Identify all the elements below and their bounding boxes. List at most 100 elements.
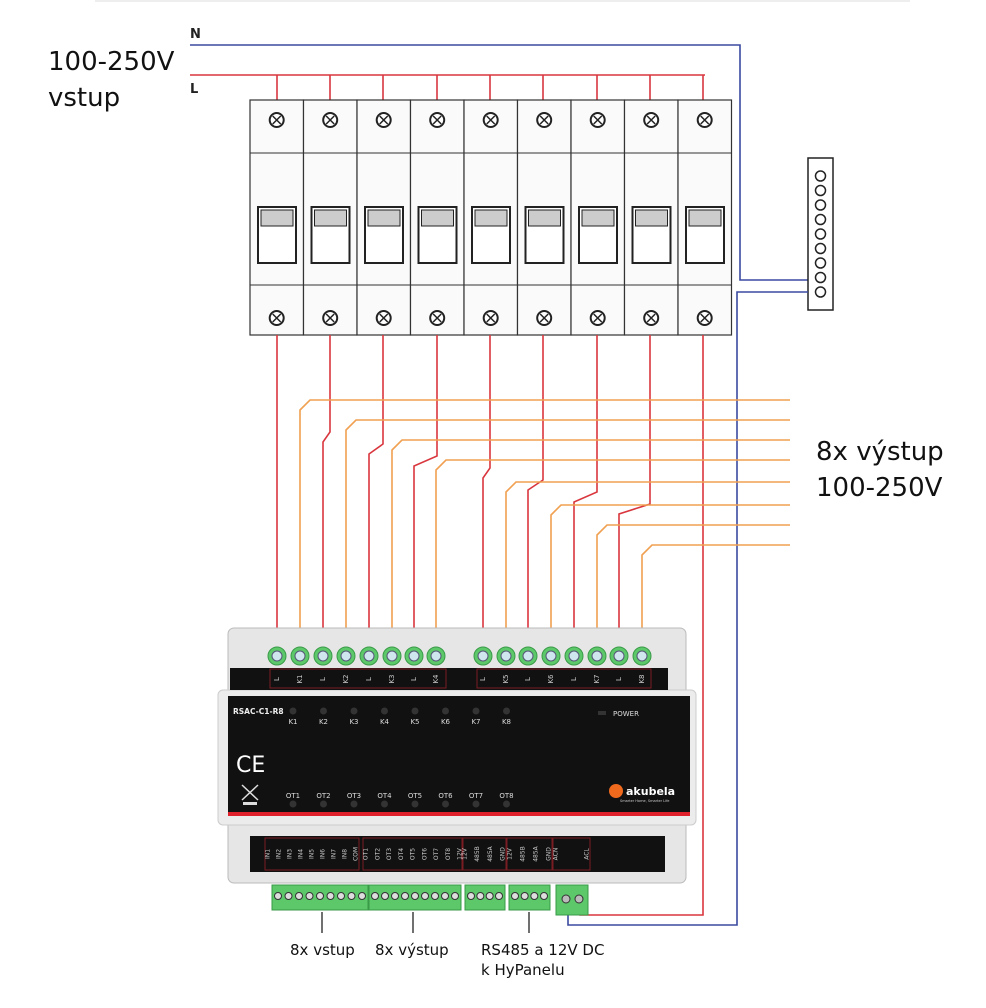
model-label: RSAC-C1-R8 (233, 707, 284, 716)
bottom-terminal-label-IN6: IN6 (320, 849, 327, 859)
connector-screw-icon (347, 892, 356, 900)
power-label: POWER (613, 710, 639, 718)
terminal-screw-icon (363, 650, 375, 662)
terminal-label-L: L (365, 677, 373, 681)
relay-led-K1 (289, 707, 297, 715)
bottom-terminal-label-485B: 485B (474, 846, 481, 862)
terminal-screw-icon (568, 650, 580, 662)
screw-icon (432, 313, 442, 323)
bottom-terminal-label-OT1: OT1 (363, 848, 370, 860)
connector-screw-icon (530, 892, 539, 900)
connector-screw-icon (316, 892, 324, 900)
bus-bar-screw-icon (814, 228, 827, 240)
output-led-OT2 (320, 800, 327, 808)
bottom-terminal-label-485A: 485A (487, 845, 494, 861)
terminal-label-K7: K7 (593, 674, 601, 683)
relay-led-K7 (472, 707, 480, 715)
output-led-label-OT3: OT3 (347, 792, 361, 800)
breaker-to-L-wire-6 (527, 335, 544, 640)
bus-bar-screw-icon (814, 213, 827, 226)
terminal-screw-icon (477, 650, 489, 662)
breaker-toggle (421, 209, 454, 227)
bus-bar-screw-icon (814, 242, 827, 255)
connector-screw-icon (485, 892, 494, 900)
output-led-OT8 (503, 800, 510, 808)
bottom-terminal-group-frame (264, 837, 360, 871)
output-led-OT5 (411, 800, 419, 808)
connector-screw-icon (358, 892, 366, 900)
relay-led-K4 (381, 707, 388, 715)
power-led (598, 711, 606, 715)
terminal-screw-icon (271, 650, 283, 662)
output-led-label-OT2: OT2 (316, 792, 330, 800)
output-led-label-OT8: OT8 (499, 792, 513, 800)
screw-icon (700, 313, 710, 323)
terminal-screw-icon (500, 650, 512, 662)
bottom-terminal-label-OT3: OT3 (386, 848, 393, 860)
output-wire-K7 (596, 524, 790, 640)
bus-bar-screw-icon (814, 257, 827, 269)
bottom-terminal-label-12V: 12V (462, 847, 469, 860)
connector-screw-icon (467, 892, 475, 900)
output-led-label-OT1: OT1 (286, 792, 300, 800)
breaker-8 (623, 99, 679, 336)
breaker-3 (356, 99, 412, 336)
bottom-terminal-label-IN1: IN1 (265, 849, 272, 859)
output-led-OT6 (442, 800, 449, 808)
terminal-label-K8: K8 (638, 674, 646, 683)
relay-led-label-K5: K5 (410, 718, 419, 726)
breaker-toggle (528, 209, 561, 227)
screw-icon (486, 313, 496, 323)
bottom-terminal-label-OT2: OT2 (374, 848, 381, 860)
relay-led-label-K4: K4 (380, 718, 390, 726)
relay-led-K8 (503, 707, 510, 715)
connector-screw-icon (326, 892, 335, 900)
terminal-label-L: L (319, 677, 327, 681)
bottom-terminal-label-IN8: IN8 (342, 849, 349, 859)
breaker-to-L-wire-2 (322, 335, 331, 640)
terminal-label-L: L (570, 677, 578, 681)
bus-bar-screw-icon (814, 286, 827, 298)
relay-led-K6 (442, 707, 449, 715)
connector-screw-icon (441, 892, 449, 900)
bottom-terminal-label-ACL: ACL (584, 848, 591, 860)
breaker-to-L-wire-4 (413, 335, 438, 640)
top-label-strip (230, 668, 668, 690)
akubela-logo-icon (609, 784, 623, 798)
terminal-screw-icon (386, 650, 398, 662)
relay-led-K5 (411, 707, 419, 715)
bottom-terminal-group-frame (362, 837, 464, 871)
terminal-label-L: L (479, 677, 487, 681)
output-led-label-OT5: OT5 (408, 792, 422, 800)
connector-screw-icon (476, 892, 485, 900)
bottom-terminal-label-IN7: IN7 (331, 849, 338, 859)
terminal-label-L: L (524, 677, 532, 681)
output-led-label-OT6: OT6 (438, 792, 453, 800)
bottom-terminal-label-12V: 12V (507, 847, 514, 860)
input-voltage-label: 100-250V vstup (48, 47, 175, 113)
output-wire-K8 (641, 544, 790, 640)
connector-screw-icon (391, 892, 399, 900)
bottom-terminal-label-IN4: IN4 (298, 849, 305, 859)
breaker-to-L-wire-3 (368, 335, 384, 640)
bottom-terminal-label-12V: 12V (457, 847, 464, 860)
weee-bin-icon (241, 784, 259, 801)
screw-icon (432, 115, 442, 125)
brand-tagline: Smarter Home, Smarter Life (620, 799, 669, 803)
relay-led-label-K7: K7 (471, 718, 480, 726)
label-inputs: 8x vstup (290, 941, 355, 959)
output-wire-K1 (299, 399, 790, 640)
terminal-label-K3: K3 (388, 674, 396, 683)
screw-icon (379, 115, 389, 125)
connector-screw-icon (520, 892, 529, 900)
connector-screw-icon (431, 892, 439, 900)
connector-screw-icon (511, 892, 519, 900)
neutral-label: N (190, 27, 201, 42)
terminal-screw-icon (613, 650, 625, 662)
bottom-terminal-label-OT6: OT6 (421, 848, 428, 860)
bottom-terminal-label-COM: COM (353, 847, 360, 861)
screw-icon (272, 115, 282, 125)
neutral-to-module-wire (567, 291, 808, 926)
screw-icon (539, 115, 549, 125)
